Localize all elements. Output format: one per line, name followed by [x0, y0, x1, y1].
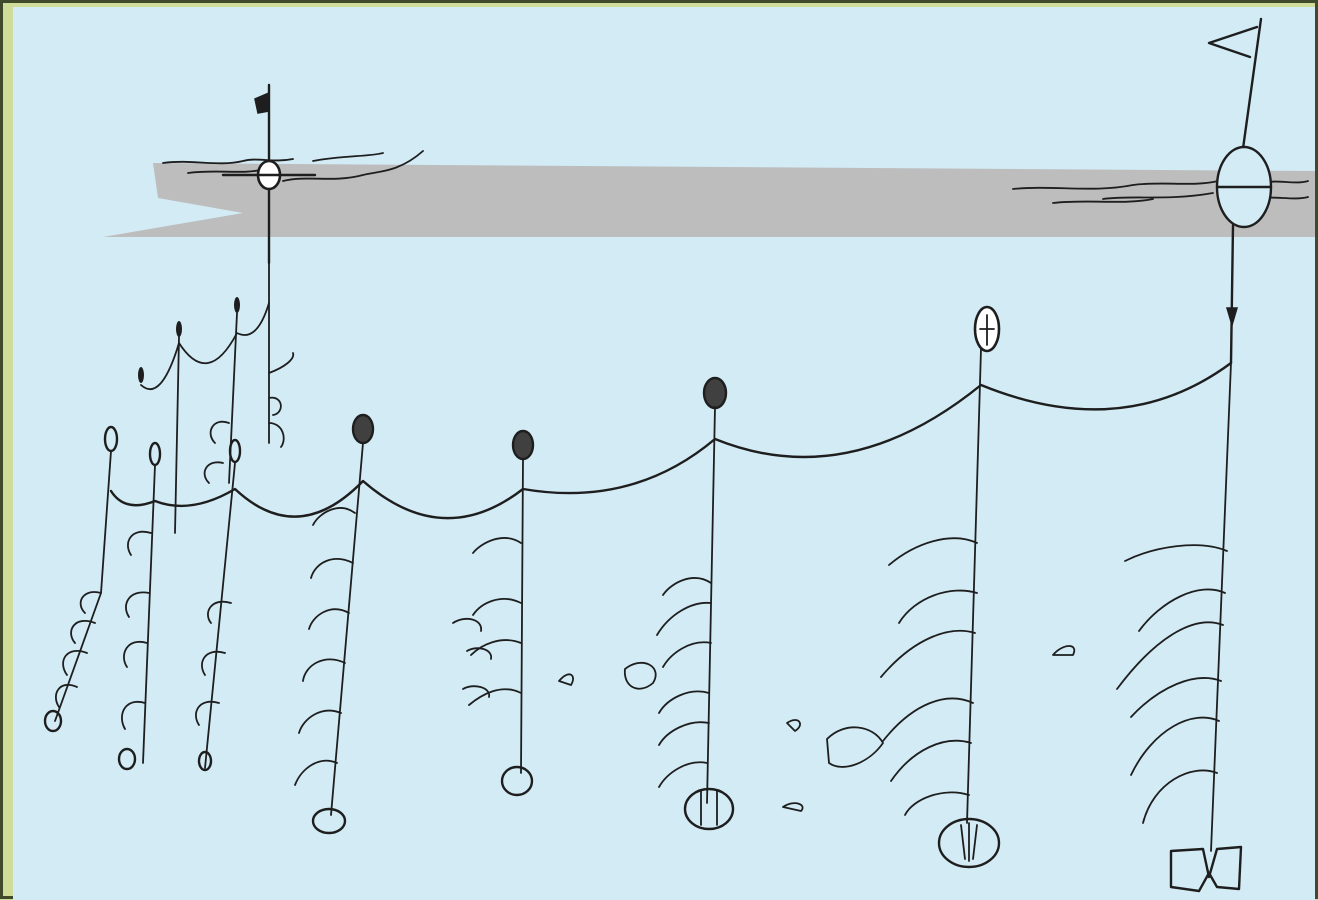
float-icons	[103, 297, 1001, 467]
longline-fishing-diagram	[43, 17, 1315, 893]
branch-lines-with-hooks	[54, 262, 1232, 852]
longline-mainline	[109, 302, 1233, 520]
flag-buoy-left	[221, 83, 317, 265]
surface-waves	[162, 150, 1309, 204]
flag-buoy-right	[1207, 17, 1273, 365]
sea-surface	[103, 163, 1315, 237]
fish-marks	[452, 617, 1076, 812]
bottom-weights	[43, 709, 1243, 893]
water-background	[13, 7, 1315, 900]
